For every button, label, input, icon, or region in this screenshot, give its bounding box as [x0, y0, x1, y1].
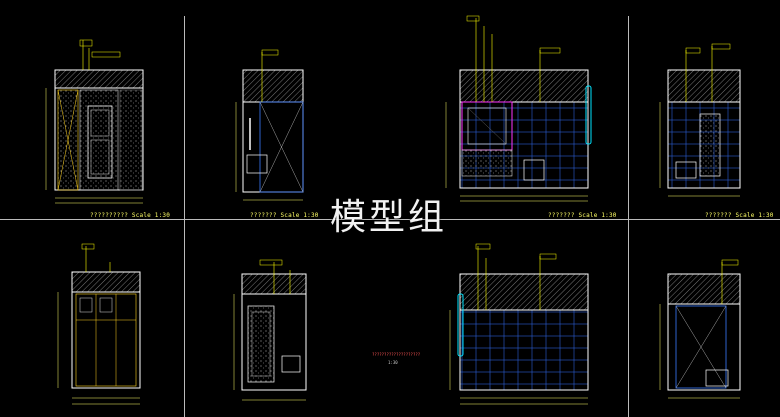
frame-divider-horizontal — [0, 219, 780, 220]
frame-divider-left — [184, 16, 185, 417]
elevation-panel-1 — [45, 39, 144, 204]
caption-panel-4: ??????? Scale 1:30 — [705, 212, 774, 219]
elevation-panel-4 — [659, 43, 741, 197]
center-title: ???????????????????? — [372, 352, 421, 357]
caption-panel-1: ?????????? Scale 1:30 — [90, 212, 171, 219]
caption-panel-3: ??????? Scale 1:30 — [548, 212, 617, 219]
elevation-panel-6 — [233, 259, 307, 401]
elevation-panel-7 — [449, 243, 589, 405]
caption-panel-2: ??????? Scale 1:30 — [250, 212, 319, 219]
elevation-panel-3 — [445, 15, 592, 202]
frame-divider-right — [628, 16, 629, 417]
watermark-text: 模型组 — [330, 197, 448, 238]
center-scale: 1:30 — [388, 360, 398, 365]
elevation-panel-8 — [659, 259, 741, 399]
elevation-panel-2 — [235, 49, 304, 201]
elevation-panel-5 — [57, 243, 141, 405]
